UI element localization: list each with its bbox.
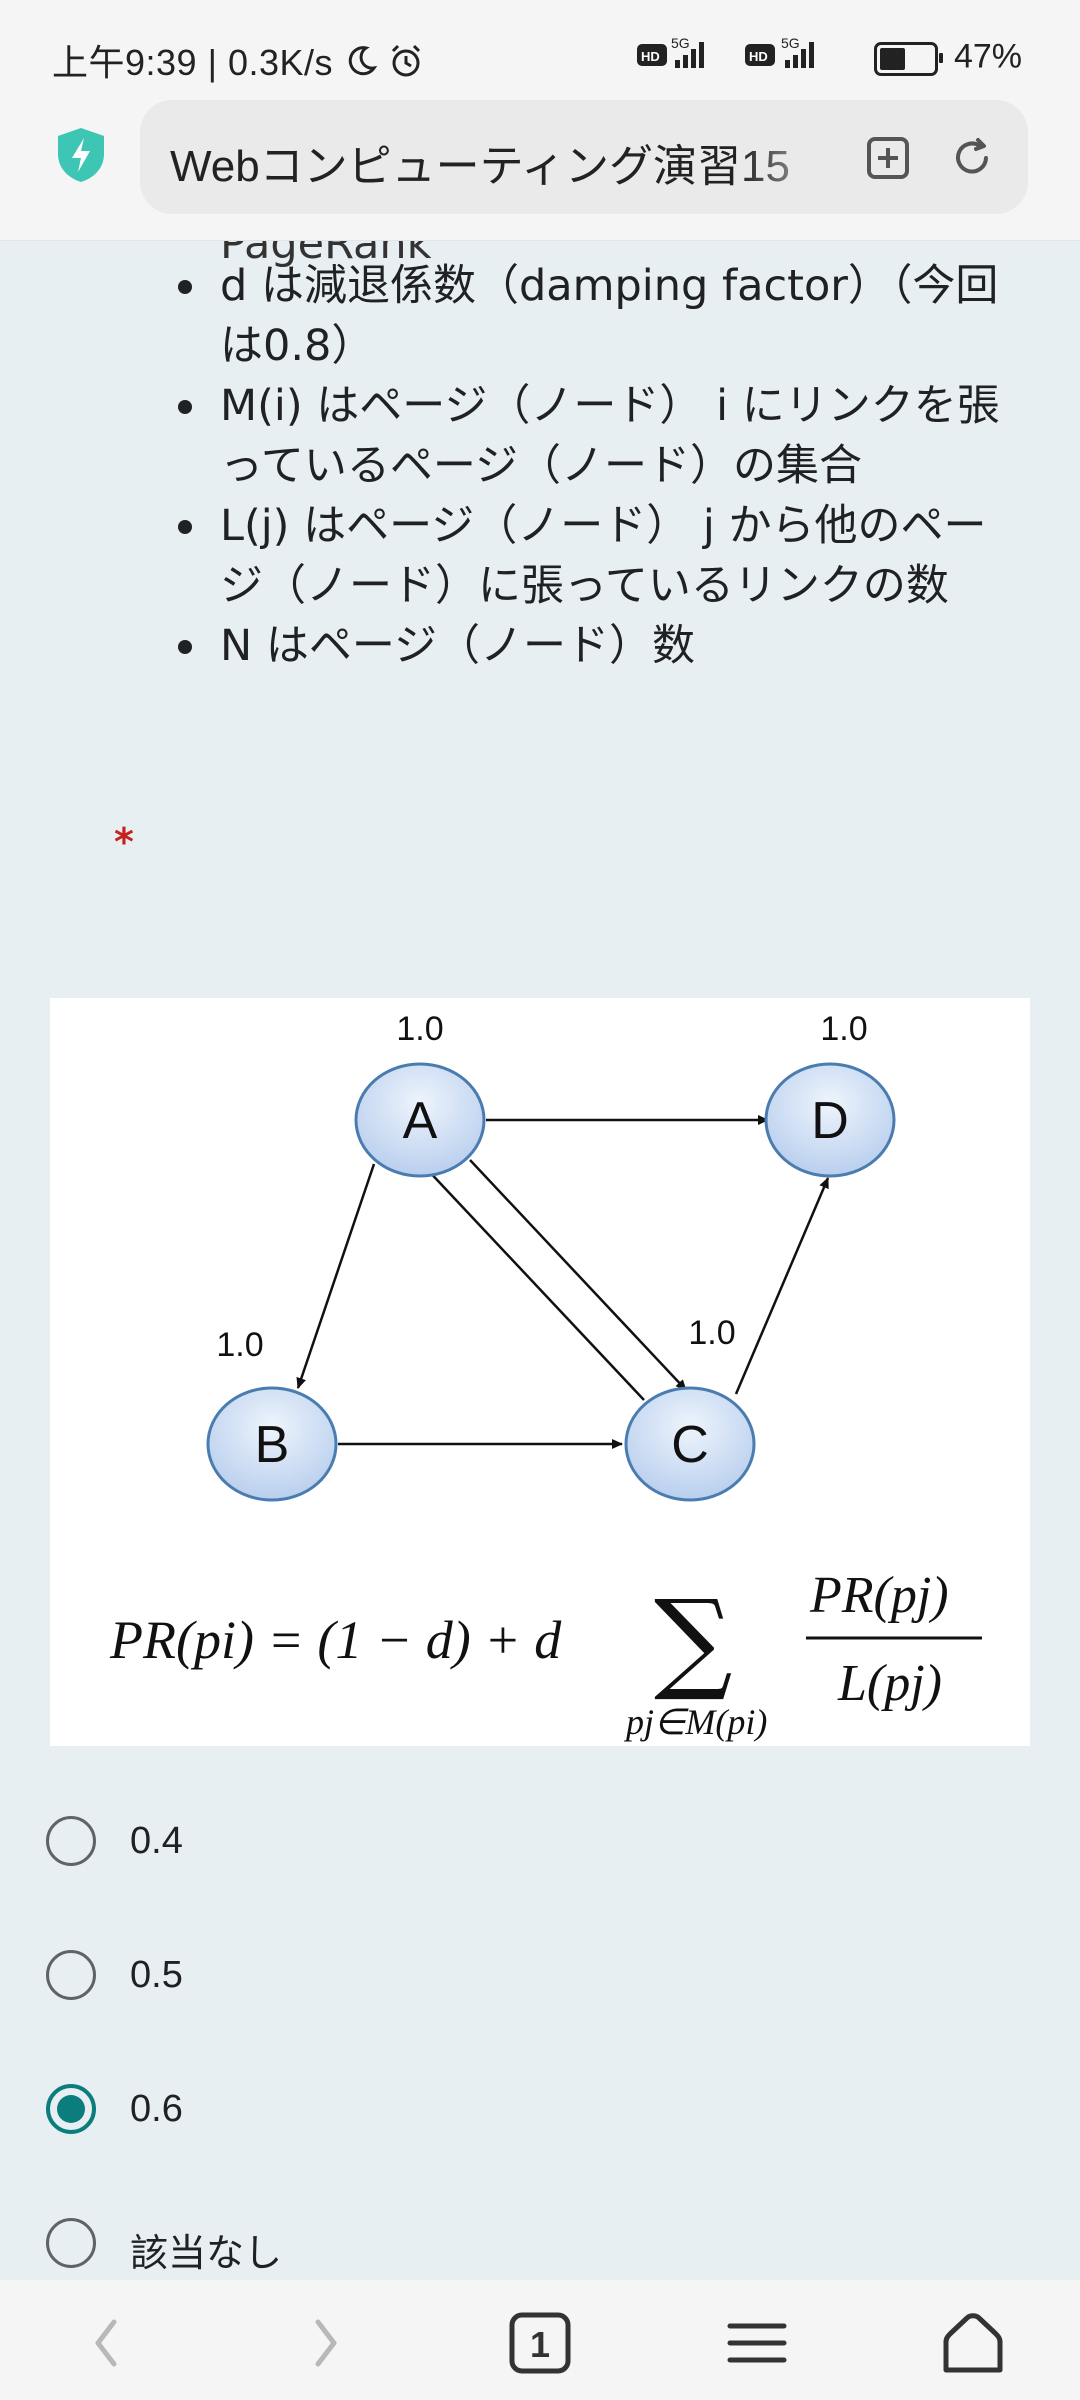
svg-text:D: D bbox=[811, 1092, 849, 1150]
node-d-value: 1.0 bbox=[820, 1010, 867, 1048]
option-label[interactable]: 該当なし bbox=[130, 2233, 283, 2275]
option-label[interactable]: 0.4 bbox=[130, 1820, 183, 1862]
back-icon[interactable] bbox=[72, 2308, 142, 2378]
question-card: PageRank d は減退係数（damping factor）（今回は0.8）… bbox=[40, 219, 1040, 1760]
svg-text:A: A bbox=[403, 1092, 438, 1150]
signal-icons: HD 5G HD 5G bbox=[635, 34, 855, 83]
battery-percent: 47% bbox=[953, 37, 1022, 76]
fraction-numerator: PR(pj) bbox=[809, 1567, 949, 1624]
pagerank-figure: A 1.0 D 1.0 B 1.0 C 1.0 PR(pi) = (1 − d)… bbox=[50, 998, 1030, 1746]
list-item: L(j) はページ（ノード） j から他のページ（ノード）に張っているリンクの数 bbox=[124, 496, 1024, 616]
address-bar[interactable]: Webコンピューティング演習15 bbox=[140, 100, 1028, 214]
svg-text:HD: HD bbox=[749, 49, 768, 64]
page-title[interactable]: Webコンピューティング演習15 bbox=[170, 142, 790, 191]
svg-text:C: C bbox=[671, 1416, 709, 1474]
radio-button[interactable] bbox=[46, 1816, 96, 1866]
node-b: B 1.0 bbox=[206, 1326, 338, 1502]
alarm-icon bbox=[388, 43, 424, 88]
edge-c-d bbox=[734, 1177, 830, 1395]
svg-text:5G: 5G bbox=[781, 35, 800, 51]
edge-c-a bbox=[423, 1165, 645, 1401]
shield-bolt-icon[interactable] bbox=[54, 126, 108, 184]
option-label[interactable]: 0.6 bbox=[130, 2088, 183, 2130]
browser-bottom-nav: 1 bbox=[0, 2280, 1080, 2400]
required-mark: * bbox=[114, 820, 134, 864]
tabs-icon[interactable]: 1 bbox=[505, 2308, 575, 2378]
radio-button-selected[interactable] bbox=[46, 2084, 96, 2134]
battery-icon bbox=[874, 41, 944, 76]
radio-button[interactable] bbox=[46, 2218, 96, 2268]
reload-icon[interactable] bbox=[948, 134, 996, 182]
edge-a-c bbox=[469, 1159, 687, 1391]
status-left: 上午9:39 | 0.3K/s bbox=[52, 34, 424, 88]
svg-text:5G: 5G bbox=[671, 35, 690, 51]
node-c: C 1.0 bbox=[624, 1314, 756, 1502]
node-a: A 1.0 bbox=[354, 1010, 486, 1178]
node-d: D 1.0 bbox=[764, 1010, 896, 1178]
browser-toolbar: Webコンピューティング演習15 bbox=[0, 96, 1080, 241]
node-a-value: 1.0 bbox=[396, 1010, 443, 1048]
edge-a-b bbox=[296, 1163, 376, 1389]
list-item: d は減退係数（damping factor）（今回は0.8） bbox=[124, 256, 1024, 376]
list-item: N はページ（ノード）数 bbox=[124, 616, 1024, 676]
node-c-value: 1.0 bbox=[688, 1314, 735, 1352]
formula-lhs: PR(pi) = (1 − d) + d bbox=[109, 1610, 562, 1670]
svg-text:B: B bbox=[255, 1416, 290, 1474]
svg-text:HD: HD bbox=[641, 49, 660, 64]
status-right: HD 5G HD 5G 47% bbox=[635, 34, 1022, 83]
sum-symbol: ∑ bbox=[654, 1576, 733, 1704]
radio-button[interactable] bbox=[46, 1950, 96, 2000]
graph-diagram: A 1.0 D 1.0 B 1.0 C 1.0 PR(pi) = (1 − d)… bbox=[109, 1010, 982, 1742]
forward-icon[interactable] bbox=[290, 2308, 360, 2378]
status-time: 上午9:39 bbox=[52, 42, 198, 83]
moon-icon bbox=[344, 44, 378, 87]
sum-index: pj∈M(pi) bbox=[623, 1702, 767, 1742]
option-label[interactable]: 0.5 bbox=[130, 1954, 183, 1996]
fraction-denominator: L(pj) bbox=[837, 1655, 942, 1712]
definition-list: PageRank d は減退係数（damping factor）（今回は0.8）… bbox=[124, 219, 1024, 676]
add-tab-icon[interactable] bbox=[864, 134, 912, 182]
status-bar: 上午9:39 | 0.3K/s HD 5G HD 5G 47% bbox=[0, 0, 1080, 96]
home-icon[interactable] bbox=[938, 2308, 1008, 2378]
network-speed: 0.3K/s bbox=[227, 42, 334, 83]
menu-icon[interactable] bbox=[722, 2308, 792, 2378]
list-item: M(i) はページ（ノード） i にリンクを張っているページ（ノード）の集合 bbox=[124, 376, 1024, 496]
svg-text:1: 1 bbox=[530, 2324, 550, 2365]
pagerank-formula: PR(pi) = (1 − d) + d ∑ pj∈M(pi) PR(pj) L… bbox=[109, 1567, 982, 1742]
node-b-value: 1.0 bbox=[216, 1326, 263, 1364]
